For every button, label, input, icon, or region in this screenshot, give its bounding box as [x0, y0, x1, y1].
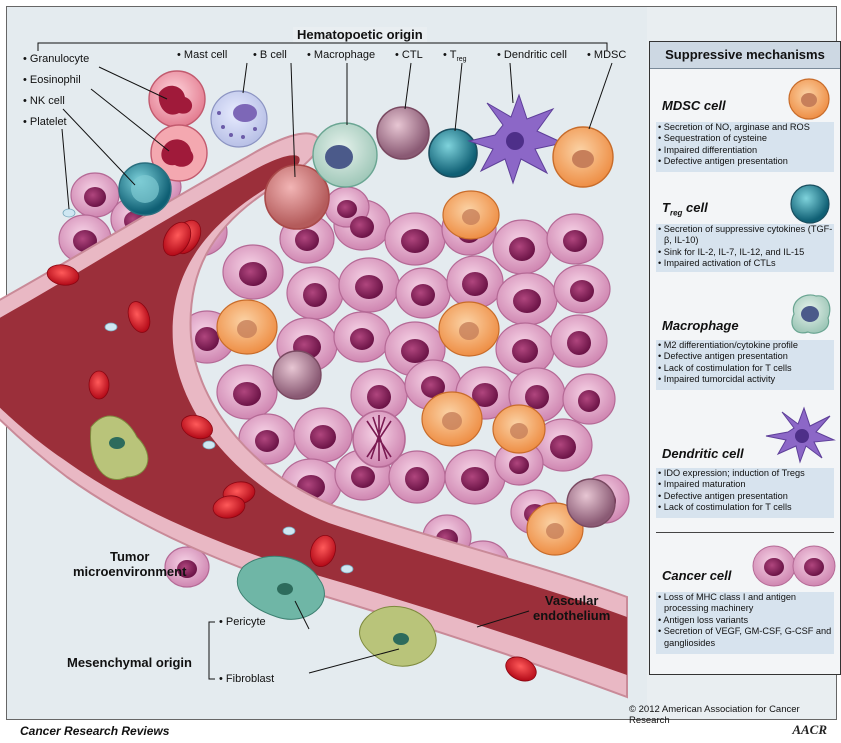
section-title-treg: Treg cell: [662, 200, 708, 218]
bullet: • Secretion of suppressive cytokines (TG…: [658, 224, 833, 246]
bullet: • M2 differentiation/cytokine profile: [658, 340, 798, 350]
journal-title: Cancer Research Reviews: [20, 724, 170, 738]
label-pericyte: • Pericyte: [219, 616, 266, 628]
treg-bullets: • Secretion of suppressive cytokines (TG…: [656, 224, 834, 272]
label-mdsc: • MDSC: [587, 49, 627, 61]
section-title-mdsc: MDSC cell: [662, 98, 726, 113]
dendritic-cell-icon: [765, 406, 836, 464]
label-nk-cell: • NK cell: [23, 95, 65, 107]
panel-header: Suppressive mechanisms: [650, 42, 840, 69]
treg-cell-icon: [790, 184, 830, 224]
bullet: • Sequestration of cysteine: [658, 133, 767, 144]
mast-cell: [210, 90, 268, 148]
label-mast-cell: • Mast cell: [177, 49, 228, 61]
tumor-microenvironment-label: Tumor microenvironment: [73, 549, 187, 579]
suppressive-mechanisms-panel: Suppressive mechanisms MDSC cell • Secre…: [649, 41, 841, 675]
leader-lines: [37, 42, 613, 680]
bullet: • Antigen loss variants: [658, 614, 749, 625]
mesenchymal-origin-label: Mesenchymal origin: [67, 655, 192, 670]
mdsc-cell-icon: [788, 78, 830, 120]
hematopoetic-origin-title: Hematopoetic origin: [293, 27, 427, 42]
bullet: • Impaired maturation: [658, 479, 746, 490]
aacr-logo: AACR: [792, 722, 827, 737]
mdsc-cell-top: [552, 126, 614, 188]
bullet: • Lack of costimulation for T cells: [658, 362, 792, 373]
nk-cell: [118, 162, 172, 216]
tumor-microenvironment-illustration: [0, 7, 647, 719]
section-divider: [656, 532, 834, 533]
platelets: [62, 208, 354, 598]
figure-frame: Hematopoetic origin • Granulocyte • Eosi…: [0, 6, 841, 726]
label-granulocyte: • Granulocyte: [23, 53, 90, 65]
label-macrophage: • Macrophage: [307, 49, 376, 61]
b-cell: [264, 164, 330, 230]
mitotic-cell: [352, 410, 406, 468]
dendritic-cell: [467, 93, 565, 185]
treg-cell: [428, 128, 478, 178]
macrophage-cell: [312, 122, 378, 188]
label-eosinophil: • Eosinophil: [23, 74, 81, 86]
label-treg: • Treg: [443, 49, 467, 64]
bullet: • Impaired tumorcidal activity: [658, 374, 776, 385]
macrophage-bullets: • M2 differentiation/cytokine profile • …: [656, 340, 834, 390]
bullet: • Defective antigen presentation: [658, 351, 788, 362]
red-blood-cells: [46, 219, 537, 682]
eosinophil-cell: [150, 124, 208, 182]
bullet: • Impaired activation of CTLs: [658, 258, 776, 269]
copyright-notice: © 2012 American Association for Cancer R…: [629, 704, 800, 726]
macrophage-cell-icon: [791, 294, 831, 334]
bullet: • Sink for IL-2, IL-7, IL-12, and IL-15: [658, 246, 805, 257]
bullet: • Lack of costimulation for T cells: [658, 502, 792, 513]
section-title-dendritic: Dendritic cell: [662, 446, 744, 461]
vascular-endothelium-label: Vascular endothelium: [533, 593, 611, 623]
cancer-cell-icon: [752, 545, 836, 587]
cancer-cell-bullets: • Loss of MHC class I and antigen proces…: [656, 592, 834, 654]
bullet: • Secretion of NO, arginase and ROS: [658, 122, 810, 132]
ctl-cell: [376, 106, 430, 160]
label-b-cell: • B cell: [253, 49, 287, 61]
label-fibroblast: • Fibroblast: [219, 673, 275, 685]
granulocyte-cell: [148, 70, 206, 128]
bullet: • Defective antigen presentation: [658, 156, 788, 167]
bullet: • Loss of MHC class I and antigen proces…: [658, 592, 797, 614]
ctl-cells-infiltrating: [272, 350, 616, 528]
blood-vessel: [0, 132, 628, 699]
label-platelet: • Platelet: [23, 116, 67, 128]
bullet: • Defective antigen presentation: [658, 490, 788, 501]
bullet: • IDO expression; induction of Tregs: [658, 468, 805, 478]
label-ctl: • CTL: [395, 49, 423, 61]
section-title-cancer-cell: Cancer cell: [662, 568, 732, 583]
section-title-macrophage: Macrophage: [662, 318, 739, 333]
bullet: • Impaired differentiation: [658, 144, 758, 155]
footer: Cancer Research Reviews AACR: [0, 719, 841, 743]
dendritic-bullets: • IDO expression; induction of Tregs • I…: [656, 468, 834, 518]
bullet: • Secretion of VEGF, GM-CSF, G-CSF and g…: [658, 626, 832, 648]
label-dendritic-cell: • Dendritic cell: [497, 49, 567, 61]
mdsc-bullets: • Secretion of NO, arginase and ROS • Se…: [656, 122, 834, 172]
